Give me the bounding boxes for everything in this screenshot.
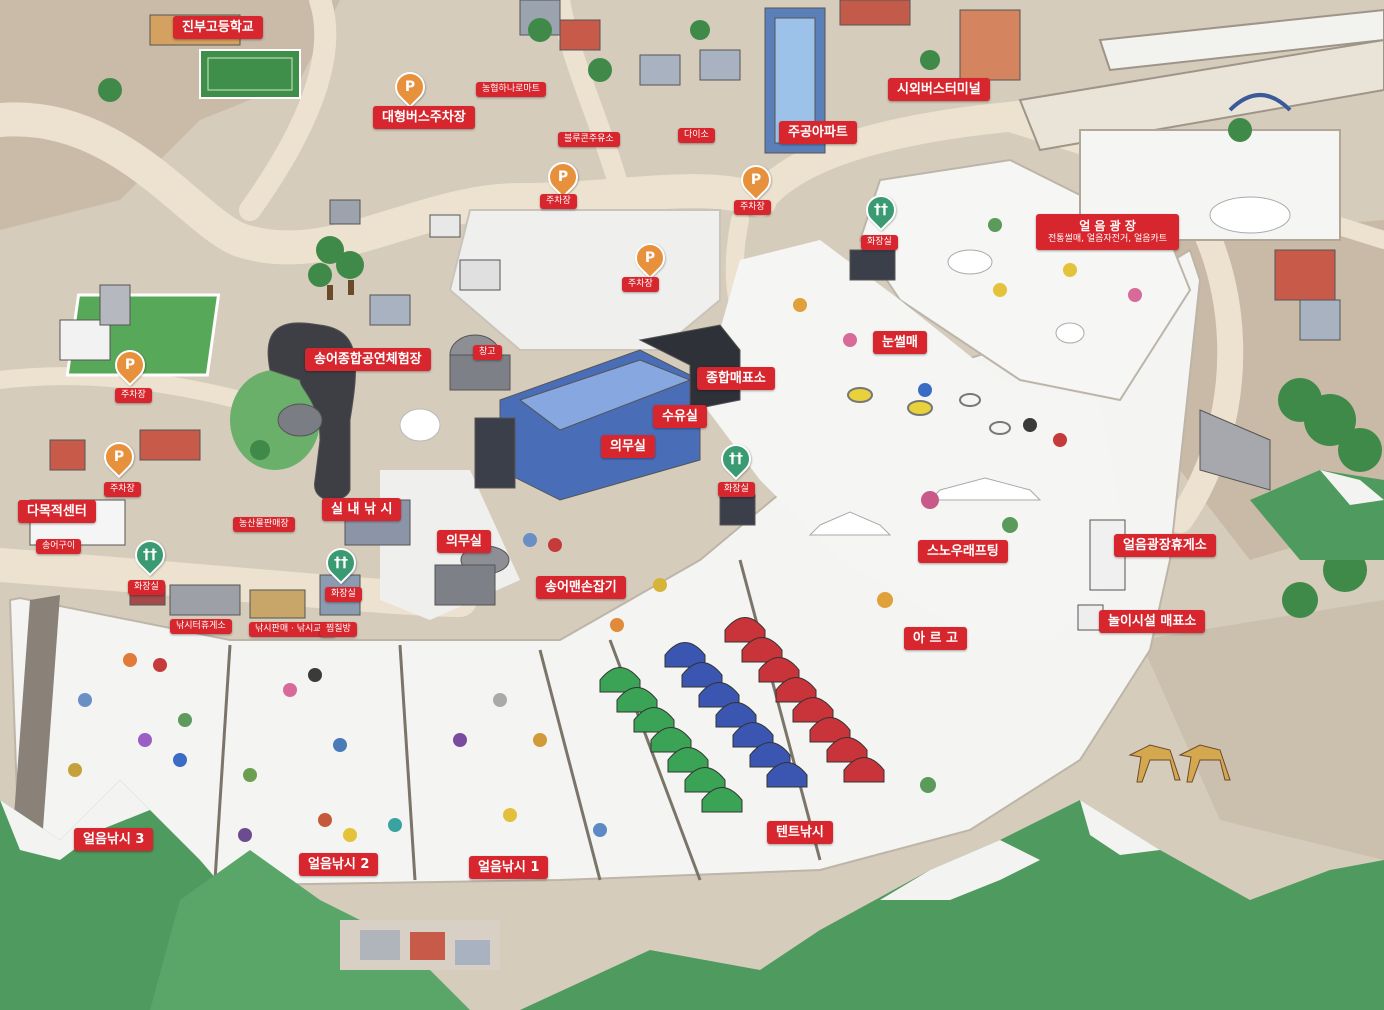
label-first-aid-1[interactable]: 의무실	[601, 435, 655, 458]
label-ice-fishing-2[interactable]: 얼음낚시 2	[299, 853, 379, 876]
label-grilled-trout[interactable]: 송어구이	[36, 539, 82, 554]
label-restroom-left[interactable]: 화장실	[128, 580, 165, 595]
label-parking-left-bottom[interactable]: 주차장	[104, 482, 141, 497]
label-multipurpose-center[interactable]: 다목적센터	[18, 500, 96, 523]
label-snow-sled[interactable]: 눈썰매	[873, 331, 927, 354]
label-intercity-terminal[interactable]: 시외버스터미널	[888, 78, 990, 101]
label-nonghyup-hanaro[interactable]: 농협하나로마트	[476, 82, 546, 97]
label-parking-right[interactable]: 주차장	[734, 200, 771, 215]
label-nursing-room[interactable]: 수유실	[653, 405, 707, 428]
label-argo[interactable]: 아 르 고	[904, 627, 967, 650]
label-restroom-right[interactable]: 화장실	[861, 235, 898, 250]
ice-plaza-title: 얼 음 광 장	[1079, 219, 1136, 233]
label-ticket-office[interactable]: 종합매표소	[697, 367, 775, 390]
label-first-aid-2[interactable]: 의무실	[437, 530, 491, 553]
label-restroom-mid[interactable]: 화장실	[325, 587, 362, 602]
label-indoor-fishing[interactable]: 실 내 낚 시	[322, 498, 402, 521]
label-ice-plaza[interactable]: 얼 음 광 장 전통썰매, 얼음자전거, 얼음카트	[1036, 214, 1180, 250]
label-play-ticket[interactable]: 놀이시설 매표소	[1099, 610, 1206, 633]
label-daiso[interactable]: 다이소	[678, 128, 715, 143]
label-snow-rafting[interactable]: 스노우래프팅	[918, 540, 1008, 563]
ice-plaza-subtitle: 전통썰매, 얼음자전거, 얼음카트	[1048, 234, 1168, 244]
label-restroom-center[interactable]: 화장실	[718, 482, 755, 497]
label-tent-fishing[interactable]: 텐트낚시	[767, 821, 833, 844]
label-fishing-class[interactable]: 낚시판매 · 낚시교실	[249, 622, 336, 637]
label-ice-plaza-rest[interactable]: 얼음광장휴게소	[1114, 534, 1216, 557]
label-bluecon-gas[interactable]: 블루콘주유소	[558, 132, 620, 147]
label-local-food[interactable]: 농산물판매장	[233, 517, 295, 532]
label-bus-parking[interactable]: 대형버스주차장	[373, 106, 475, 129]
label-jinbu-high-school[interactable]: 진부고등학교	[173, 16, 263, 39]
label-jjimjil[interactable]: 찜질방	[320, 622, 357, 637]
label-parking-center[interactable]: 주차장	[540, 194, 577, 209]
label-ice-fishing-3[interactable]: 얼음낚시 3	[74, 828, 154, 851]
label-ice-fishing-1[interactable]: 얼음낚시 1	[469, 856, 549, 879]
label-fishing-rest[interactable]: 낚시터휴게소	[170, 619, 232, 634]
label-warehouse[interactable]: 창고	[473, 345, 502, 360]
label-bare-hand-fishing[interactable]: 송어맨손잡기	[536, 576, 626, 599]
label-parking-left-top[interactable]: 주차장	[115, 388, 152, 403]
label-jugong-apt[interactable]: 주공아파트	[779, 121, 857, 144]
label-parking-upper[interactable]: 주차장	[622, 277, 659, 292]
label-songeo-hall[interactable]: 송어종합공연체험장	[305, 348, 431, 371]
